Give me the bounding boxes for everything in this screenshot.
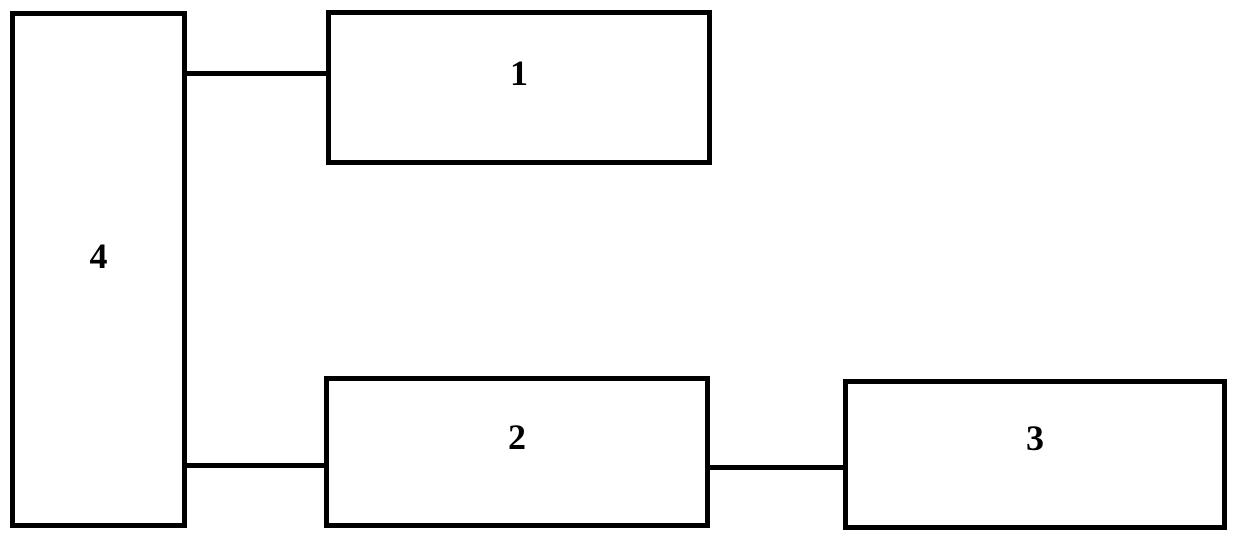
connector-4-to-1 bbox=[185, 71, 328, 76]
connector-2-to-3 bbox=[708, 465, 845, 470]
diagram-block-4: 4 bbox=[10, 11, 187, 528]
diagram-block-3: 3 bbox=[843, 379, 1227, 530]
block-3-label: 3 bbox=[1026, 418, 1044, 458]
block-4-label: 4 bbox=[89, 236, 108, 276]
block-1-label: 1 bbox=[510, 53, 528, 93]
connector-4-to-2 bbox=[185, 463, 326, 468]
diagram-block-1: 1 bbox=[326, 10, 712, 165]
diagram-block-2: 2 bbox=[324, 376, 710, 528]
block-2-label: 2 bbox=[508, 417, 526, 457]
